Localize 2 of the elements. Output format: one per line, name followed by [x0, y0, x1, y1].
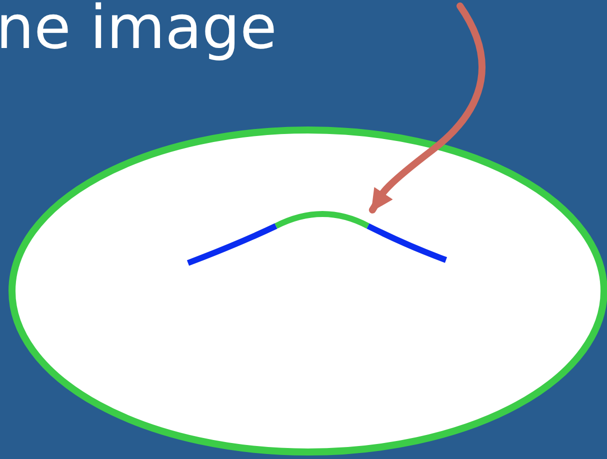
- heading-text: ne image: [0, 0, 277, 58]
- arrow: [368, 2, 486, 214]
